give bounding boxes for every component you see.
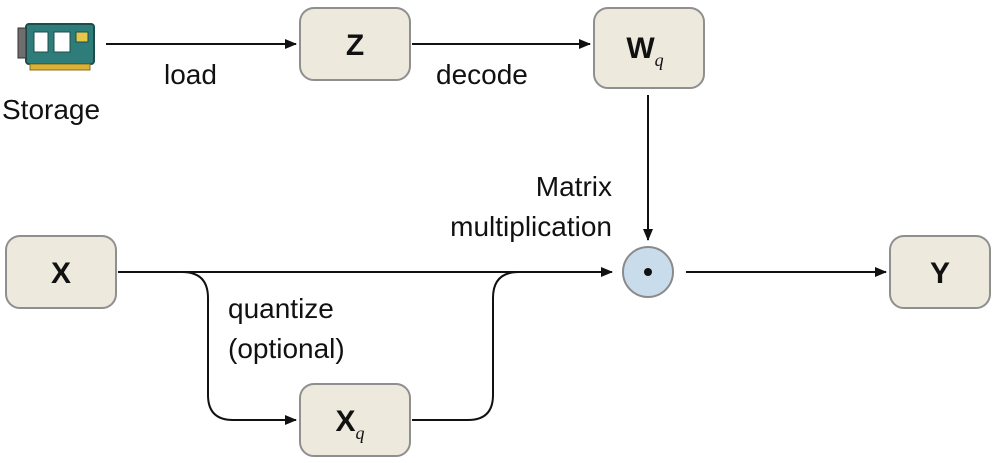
- quantize-label-line2: (optional): [228, 333, 345, 364]
- load-label: load: [164, 59, 217, 90]
- node-wq-subscript: q: [655, 50, 664, 70]
- matmul-label-line2: multiplication: [450, 211, 612, 242]
- quantize-branch-arrow: [181, 271, 297, 425]
- quantize-return-line: [412, 271, 520, 421]
- node-z-label: Z: [346, 29, 364, 62]
- node-wq-base: W: [626, 32, 655, 65]
- node-y-label: Y: [930, 257, 950, 290]
- node-wq: Wq: [593, 7, 705, 89]
- matmul-label-line1: Matrix: [536, 171, 612, 202]
- node-wq-label: Wq: [626, 32, 663, 70]
- node-xq-label: Xq: [335, 405, 364, 443]
- storage-icon: [17, 23, 95, 71]
- storage-label: Storage: [2, 94, 100, 125]
- node-x-label: X: [51, 257, 71, 290]
- dot-product-operator: [622, 246, 674, 298]
- decode-label: decode: [436, 59, 528, 90]
- node-xq-base: X: [335, 405, 355, 438]
- dot-product-icon: [644, 268, 652, 276]
- node-x: X: [5, 235, 117, 309]
- node-y: Y: [889, 235, 991, 309]
- node-xq-subscript: q: [356, 423, 365, 443]
- node-z: Z: [299, 7, 411, 81]
- quantize-label-line1: quantize: [228, 293, 334, 324]
- node-xq: Xq: [299, 383, 411, 457]
